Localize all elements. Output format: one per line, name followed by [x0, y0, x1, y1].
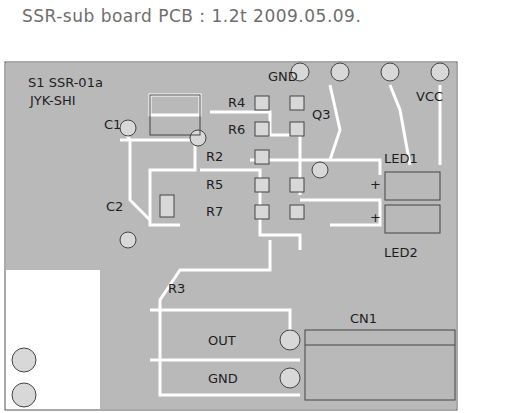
- polarity-mark: +: [370, 211, 381, 224]
- part-name: R4: [228, 96, 245, 109]
- part-name: R2: [206, 150, 223, 163]
- board-outline: [5, 62, 457, 410]
- part-name: R3: [168, 282, 185, 295]
- board-name: S1 SSR-01a: [28, 76, 103, 89]
- board-title: SSR-sub board PCB : 1.2t 2009.05.09.: [22, 6, 361, 26]
- pads: [12, 63, 449, 407]
- part-name: R7: [206, 205, 223, 218]
- isolation-gaps: [120, 85, 440, 395]
- pin-name: OUT: [208, 334, 236, 347]
- author-mark: JYK-SHI: [30, 94, 76, 107]
- part-name: C1: [104, 118, 121, 131]
- part-name: C2: [106, 200, 123, 213]
- part-outlines: [150, 95, 455, 400]
- part-name: LED1: [384, 152, 418, 165]
- part-name: LED2: [384, 246, 418, 259]
- pin-name: GND: [208, 372, 238, 385]
- copper-fill: [6, 63, 456, 409]
- pin-name: GND: [268, 70, 298, 83]
- part-name: CN1: [350, 312, 377, 325]
- part-name: R6: [228, 123, 245, 136]
- part-name: R5: [206, 178, 223, 191]
- part-name: Q3: [312, 108, 331, 121]
- polarity-mark: +: [370, 178, 381, 191]
- clear-area: [6, 270, 100, 409]
- pin-name: VCC: [416, 90, 443, 103]
